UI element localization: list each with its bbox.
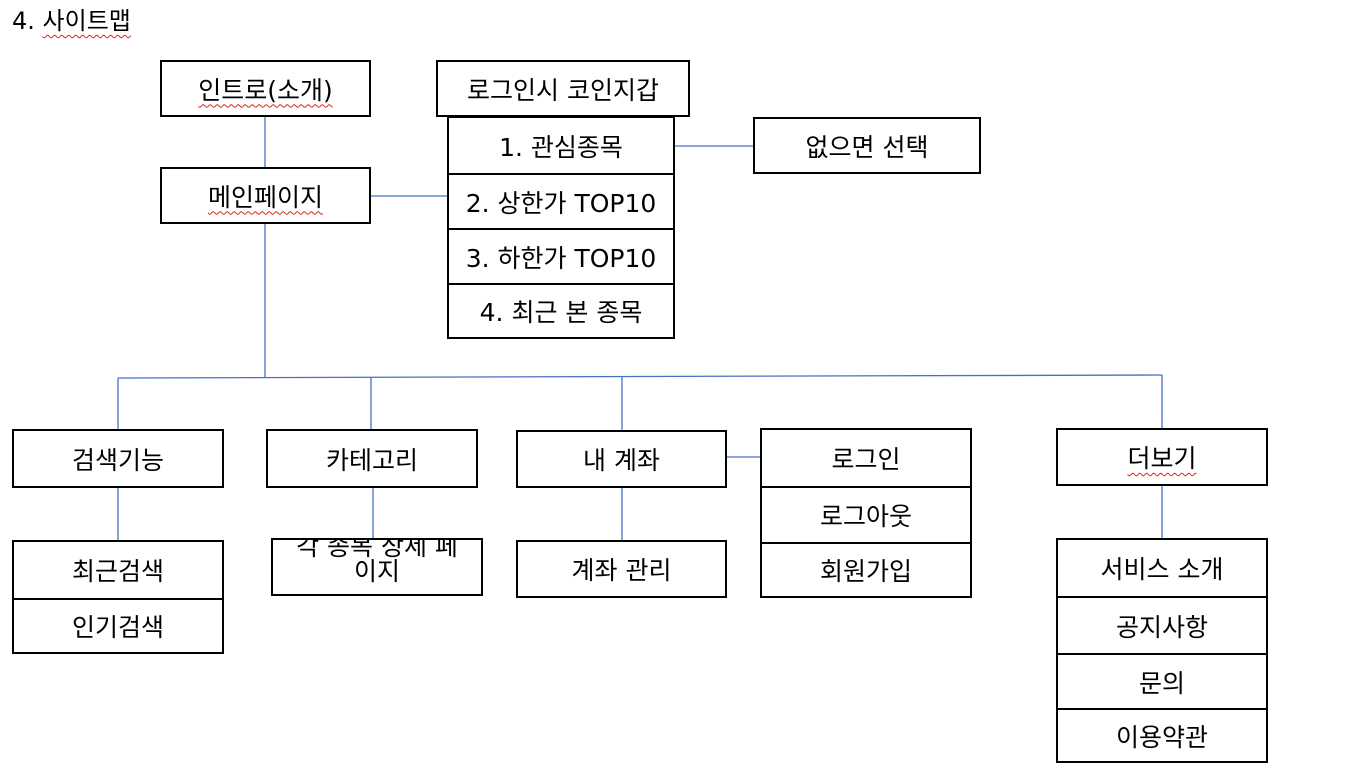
node-no-watchlist: 없으면 선택 [753,117,981,174]
node-account-manage-label: 계좌 관리 [571,556,672,585]
more-child-item: 서비스 소개 [1058,540,1266,596]
node-category-label: 카테고리 [325,445,418,475]
node-search: 검색기능 [12,429,224,488]
auth-item: 로그아웃 [762,486,970,542]
auth-item: 로그인 [762,430,970,486]
node-main-page-label: 메인페이지 [207,182,323,212]
wallet-item-label: 1. 관심종목 [499,132,623,162]
wallet-item: 1. 관심종목 [449,118,673,173]
more-child-label: 공지사항 [1115,612,1208,642]
node-account-manage: 계좌 관리 [516,540,727,598]
node-more-label: 더보기 [1127,444,1197,473]
wallet-item-label: 4. 최근 본 종목 [479,298,643,327]
auth-item: 회원가입 [762,542,970,596]
more-child-item: 이용약관 [1058,708,1266,761]
node-my-account-label: 내 계좌 [583,446,660,475]
node-no-watchlist-label: 없으면 선택 [805,132,929,162]
node-more-children: 서비스 소개 공지사항 문의 이용약관 [1056,538,1268,763]
more-child-label: 이용약관 [1115,722,1208,752]
node-search-children: 최근검색 인기검색 [12,540,224,654]
wallet-item-label: 2. 상한가 TOP10 [465,188,657,218]
auth-item-label: 로그아웃 [819,502,912,531]
node-wallet-header-label: 로그인시 코인지갑 [467,75,659,105]
page-title-text: 4. 사이트맵 [12,7,131,35]
more-child-item: 문의 [1058,653,1266,708]
connector-horizontal-bus [117,374,1163,379]
more-child-label: 서비스 소개 [1100,555,1224,584]
node-intro: 인트로(소개) [160,60,371,117]
search-child-item: 인기검색 [14,598,222,652]
node-stock-detail-label: 각 종목 상세 페이지 [296,538,458,586]
node-wallet-list: 1. 관심종목 2. 상한가 TOP10 3. 하한가 TOP10 4. 최근 … [447,116,675,339]
page-title: 4. 사이트맵 [12,4,131,38]
auth-item-label: 회원가입 [819,557,912,586]
node-my-account: 내 계좌 [516,430,727,488]
wallet-item: 2. 상한가 TOP10 [449,173,673,228]
more-child-item: 공지사항 [1058,596,1266,653]
node-auth-list: 로그인 로그아웃 회원가입 [760,428,972,598]
wallet-item: 4. 최근 본 종목 [449,283,673,337]
node-main-page: 메인페이지 [160,167,371,224]
node-category: 카테고리 [266,429,478,488]
more-child-label: 문의 [1138,668,1185,698]
node-more: 더보기 [1056,428,1268,486]
node-stock-detail: 각 종목 상세 페이지 [271,538,483,596]
node-wallet-header: 로그인시 코인지갑 [436,60,690,117]
search-child-label: 인기검색 [71,613,164,642]
wallet-item: 3. 하한가 TOP10 [449,228,673,283]
wallet-item-label: 3. 하한가 TOP10 [465,243,657,273]
node-search-label: 검색기능 [71,445,164,475]
search-child-item: 최근검색 [14,542,222,598]
auth-item-label: 로그인 [831,445,901,474]
search-child-label: 최근검색 [71,557,164,586]
node-intro-label: 인트로(소개) [198,75,333,105]
